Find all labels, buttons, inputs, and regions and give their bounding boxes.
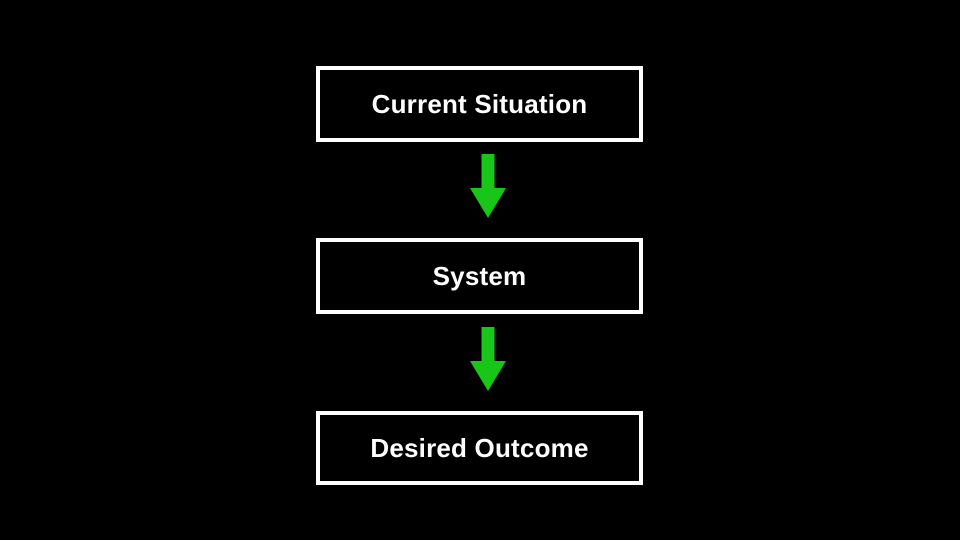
flow-node-label: System <box>432 261 527 291</box>
flow-node-label: Desired Outcome <box>370 433 589 463</box>
arrow-down-icon-system-to-outcome <box>466 325 510 395</box>
arrow-down-icon-current-to-system <box>466 152 510 222</box>
flow-node-current-situation: Current Situation <box>316 66 643 142</box>
flow-node-desired-outcome: Desired Outcome <box>316 411 643 485</box>
flow-node-system: System <box>316 238 643 314</box>
flow-node-label: Current Situation <box>371 89 588 119</box>
